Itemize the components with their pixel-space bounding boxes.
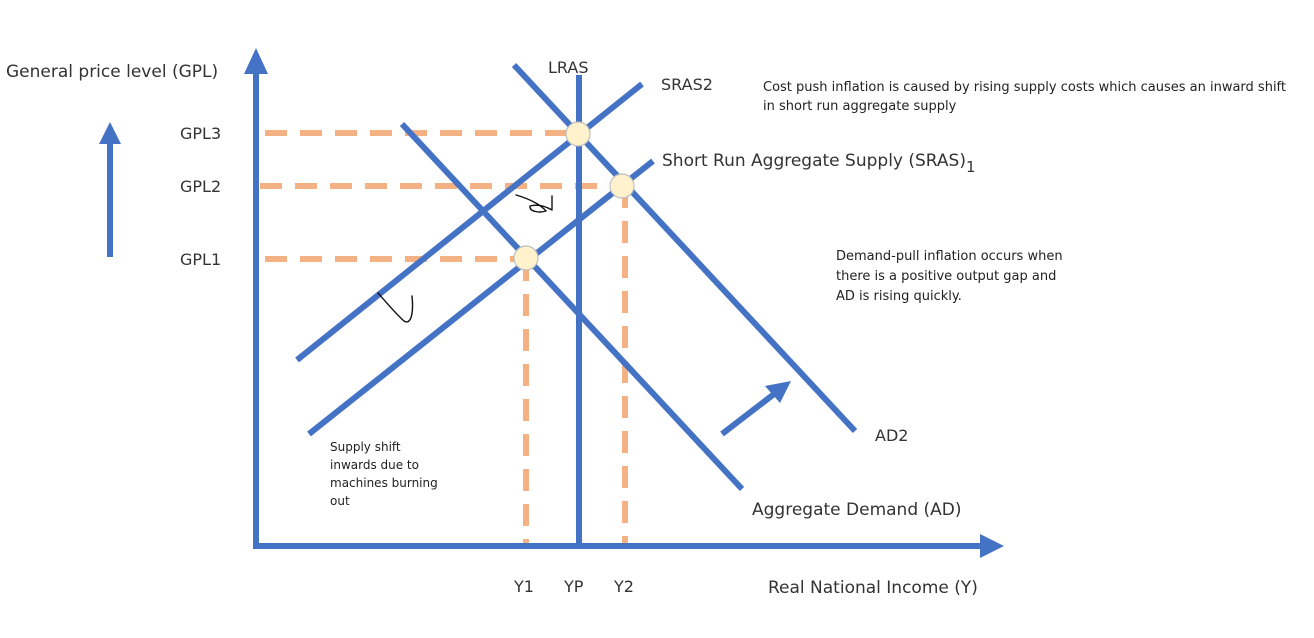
supply-shift-note-line-2: inwards due to: [330, 458, 419, 472]
sras1-label: Short Run Aggregate Supply (SRAS)1: [662, 151, 976, 176]
supply-shift-note-line-3: machines burning: [330, 476, 438, 490]
y-axis-arrowhead: [244, 48, 268, 74]
x-axis-label: Real National Income (Y): [768, 578, 978, 598]
gpl3-label: GPL3: [180, 124, 221, 143]
sras1-label-main: Short Run Aggregate Supply (SRAS): [662, 151, 966, 171]
sras2-line: [295, 81, 644, 363]
demand-pull-note: Demand-pull inflation occurs when there …: [836, 249, 1067, 304]
equilibrium-point-3: [565, 121, 591, 147]
upper-tick-mark: [515, 194, 553, 213]
sras1-line: [307, 158, 655, 437]
cost-push-note-line-1: Cost push inflation is caused by rising …: [763, 80, 1286, 95]
y-axis-label: General price level (GPL): [6, 62, 218, 82]
y2-label: Y2: [613, 577, 634, 596]
lras-label: LRAS: [548, 58, 588, 77]
gpl2-label: GPL2: [180, 177, 221, 196]
demand-pull-note-line-1: Demand-pull inflation occurs when: [836, 249, 1063, 264]
ad-shift-arrow-shaft: [720, 388, 780, 437]
sras2-label: SRAS2: [661, 75, 713, 94]
demand-pull-note-line-3: AD is rising quickly.: [836, 289, 962, 304]
lower-tick-mark: [377, 292, 414, 323]
supply-shift-note-line-4: out: [330, 494, 350, 508]
x-axis-arrowhead: [980, 534, 1004, 558]
ad2-label: AD2: [875, 426, 908, 445]
cost-push-note-line-2: in short run aggregate supply: [763, 99, 957, 114]
equilibrium-point-2: [609, 173, 635, 199]
curves: [107, 62, 858, 545]
price-rise-arrowhead: [99, 122, 121, 144]
yp-label: YP: [563, 577, 584, 596]
supply-shift-note-line-1: Supply shift: [330, 440, 401, 454]
supply-shift-note: Supply shift inwards due to machines bur…: [330, 440, 442, 508]
dashed-guides: [260, 130, 628, 545]
ad-shift-arrowhead: [765, 381, 791, 403]
sras1-label-subscript: 1: [966, 158, 976, 176]
gpl1-label: GPL1: [180, 250, 221, 269]
equilibrium-point-1: [513, 245, 539, 271]
hand-drawn-marks: [377, 194, 553, 323]
ad1-label: Aggregate Demand (AD): [752, 500, 962, 520]
ad1-line: [399, 121, 745, 492]
demand-pull-note-line-2: there is a positive output gap and: [836, 269, 1056, 284]
cost-push-note: Cost push inflation is caused by rising …: [763, 80, 1290, 114]
equilibrium-points: [513, 121, 635, 271]
axes: [244, 48, 1004, 558]
ad2-line: [511, 62, 858, 434]
y1-label: Y1: [513, 577, 534, 596]
